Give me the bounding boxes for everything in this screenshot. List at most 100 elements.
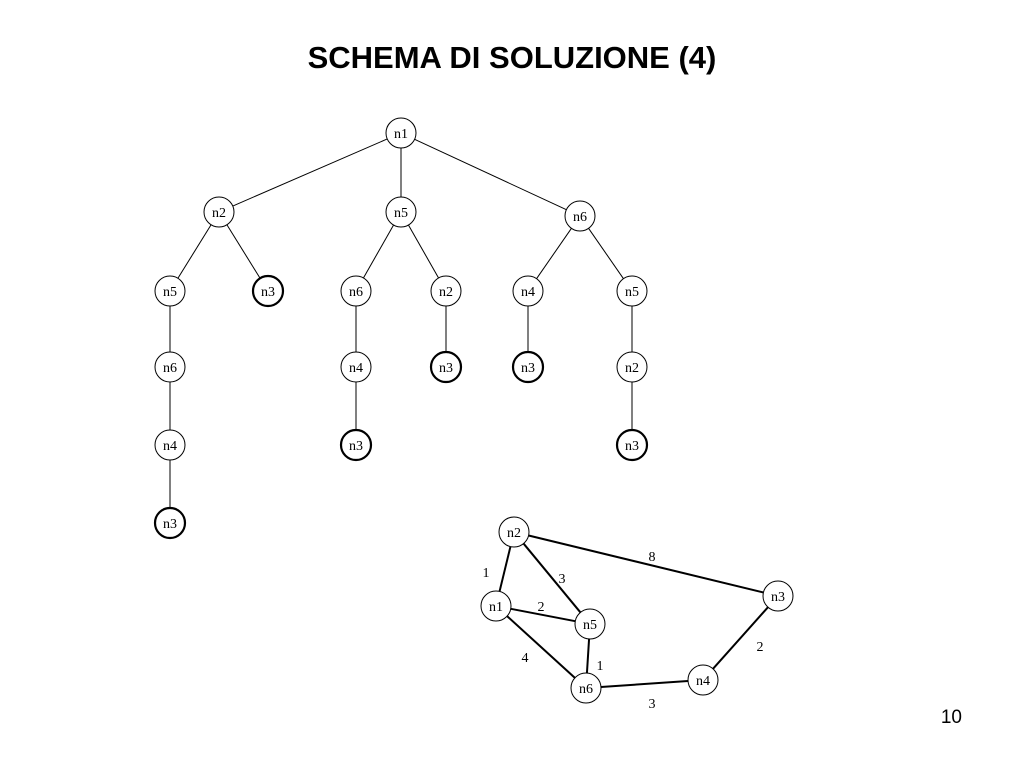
node-circle [154,429,186,461]
tree-goal-node: n3 [339,428,373,462]
tree-node: n6 [340,275,372,307]
tree-node: n1 [385,117,417,149]
node-circle [511,350,545,384]
node-circle [616,275,648,307]
tree-node: n6 [564,200,596,232]
search-tree-nodes: n1 n2 n5 n6 n5 n3 n6 n2 n4 n5 n6 n4 n3 n3 n2 n4 n3 n3 n3 [153,117,649,540]
node-label: n6 [573,210,587,225]
edge-weight-label: 3 [649,697,656,712]
node-label: n4 [349,361,363,376]
node-label: n6 [163,361,177,376]
graph-edge [506,615,576,679]
node-label: n4 [696,674,710,689]
node-circle [498,516,530,548]
tree-node: n6 [154,351,186,383]
node-label: n5 [583,618,597,633]
node-label: n1 [394,127,408,142]
node-label: n4 [521,285,535,300]
tree-node: n4 [154,429,186,461]
graph-node: n6 [570,672,602,704]
node-label: n3 [349,439,363,454]
node-label: n3 [771,590,785,605]
tree-node: n5 [154,275,186,307]
node-circle [154,275,186,307]
node-circle [574,608,606,640]
tree-edge [232,138,388,207]
tree-goal-node: n3 [429,350,463,384]
node-label: n3 [163,517,177,532]
graph-edge [600,680,689,688]
tree-edge [407,224,440,279]
node-circle [616,351,648,383]
graph-node: n2 [498,516,530,548]
node-circle [153,506,187,540]
node-circle [564,200,596,232]
node-label: n2 [625,361,639,376]
graph-node: n5 [574,608,606,640]
node-label: n5 [625,285,639,300]
edge-weight-label: 1 [483,566,490,581]
node-label: n5 [394,206,408,221]
tree-edge [362,224,395,279]
edge-weight-label: 4 [522,651,529,666]
weighted-graph-edges [498,534,769,688]
node-circle [251,274,285,308]
edge-weight-label: 1 [597,659,604,674]
node-circle [615,428,649,462]
graph-node: n4 [687,664,719,696]
edge-weight-label: 8 [649,550,656,565]
tree-node: n5 [385,196,417,228]
tree-edge [588,228,624,279]
node-circle [340,275,372,307]
graph-edge [510,607,576,623]
tree-goal-node: n3 [251,274,285,308]
weighted-graph-nodes: n2 n1 n5 n6 n4 n3 [480,516,794,704]
tree-node: n4 [512,275,544,307]
tree-goal-node: n3 [511,350,545,384]
page-number: 10 [940,707,962,728]
edge-weight-label: 2 [538,600,545,615]
node-label: n5 [163,285,177,300]
graph-node: n1 [480,590,512,622]
tree-edge [177,224,212,279]
graph-node: n3 [762,580,794,612]
graph-edge [498,546,512,592]
node-circle [430,275,462,307]
node-circle [762,580,794,612]
edge-weight-label: 3 [559,572,566,587]
graph-edge [528,534,764,594]
node-circle [385,117,417,149]
node-circle [429,350,463,384]
node-label: n6 [349,285,363,300]
graph-edge [585,638,591,674]
graph-edge [522,542,582,614]
tree-edge [536,228,572,279]
node-label: n1 [489,600,503,615]
tree-node: n5 [616,275,648,307]
node-label: n3 [261,285,275,300]
tree-node: n4 [340,351,372,383]
node-circle [340,351,372,383]
node-circle [154,351,186,383]
node-circle [687,664,719,696]
node-label: n4 [163,439,177,454]
node-circle [203,196,235,228]
node-label: n6 [579,682,593,697]
tree-node: n2 [616,351,648,383]
graph-edge [712,606,769,670]
node-label: n3 [625,439,639,454]
tree-node: n2 [203,196,235,228]
node-circle [480,590,512,622]
tree-node: n2 [430,275,462,307]
slide-title: SCHEMA DI SOLUZIONE (4) [307,40,717,75]
node-label: n2 [439,285,453,300]
tree-goal-node: n3 [153,506,187,540]
edge-weight-label: 2 [757,640,764,655]
tree-edge [414,138,567,211]
node-circle [385,196,417,228]
search-tree-edges [169,138,633,508]
node-circle [512,275,544,307]
node-label: n2 [507,526,521,541]
